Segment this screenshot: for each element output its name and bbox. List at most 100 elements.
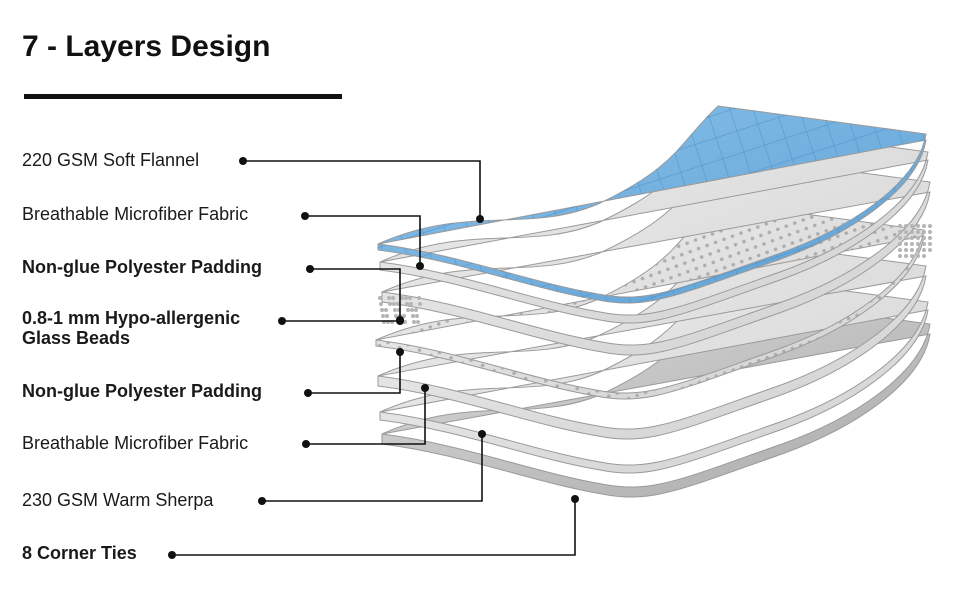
bead-dot	[400, 296, 404, 300]
leader-line	[310, 268, 401, 320]
layer-label: 220 GSM Soft Flannel	[22, 150, 200, 170]
bead-dot	[898, 224, 902, 228]
bead-dot	[416, 320, 420, 324]
bead-dot	[898, 254, 902, 258]
leader-line	[306, 388, 426, 445]
layer-padding-bottom	[377, 237, 927, 440]
loose-beads	[378, 224, 932, 324]
bead-dot	[916, 248, 920, 252]
layer-anchor-dot	[396, 317, 404, 325]
bead-dot	[898, 248, 902, 252]
label-dot	[304, 389, 312, 397]
bead-dot	[916, 242, 920, 246]
layer-stack	[375, 105, 932, 498]
layer-microfiber-bottom	[379, 273, 929, 474]
bead-dot	[394, 314, 398, 318]
bead-dot	[928, 230, 932, 234]
bead-dot	[388, 302, 392, 306]
bead-dot	[406, 308, 410, 312]
label-dot	[258, 497, 266, 505]
bead-dot	[904, 224, 908, 228]
bead-dot	[414, 308, 418, 312]
bead-dot	[392, 302, 396, 306]
bead-dot	[418, 302, 422, 306]
bead-dot	[411, 314, 415, 318]
bead-dot	[404, 296, 408, 300]
bead-dot	[922, 248, 926, 252]
bead-dot	[916, 224, 920, 228]
layer-label: Non-glue Polyester Padding	[22, 257, 263, 277]
leader-line	[308, 352, 401, 394]
bead-dot	[409, 302, 413, 306]
bead-dot	[417, 296, 421, 300]
layer-label: Breathable Microfiber Fabric	[22, 433, 249, 453]
bead-dot	[910, 248, 914, 252]
bead-dot	[898, 242, 902, 246]
layer-anchor-dot	[476, 215, 484, 223]
layer-padding-top	[381, 153, 931, 356]
bead-dot	[928, 236, 932, 240]
layer-anchor-dot	[396, 348, 404, 356]
bead-dot	[910, 224, 914, 228]
bead-dot	[391, 296, 395, 300]
bead-dot	[916, 254, 920, 258]
bead-dot	[922, 236, 926, 240]
bead-dot	[384, 308, 388, 312]
bead-dot	[910, 230, 914, 234]
bead-dot	[379, 302, 383, 306]
leader-line	[243, 160, 481, 219]
bead-dot	[904, 254, 908, 258]
bead-dot	[396, 302, 400, 306]
bead-dot	[904, 236, 908, 240]
leader-lines	[168, 157, 579, 559]
leader-line	[305, 215, 421, 266]
bead-dot	[405, 302, 409, 306]
bead-dot	[910, 236, 914, 240]
layer-anchor-dot	[571, 495, 579, 503]
bead-dot	[380, 308, 384, 312]
label-dot	[168, 551, 176, 559]
bead-dot	[381, 314, 385, 318]
bead-dot	[928, 248, 932, 252]
bead-dot	[898, 236, 902, 240]
layer-label: 8 Corner Ties	[22, 543, 137, 563]
layer-label: Non-glue Polyester Padding	[22, 381, 263, 401]
layer-label: 230 GSM Warm Sherpa	[22, 490, 214, 510]
bead-dot	[408, 296, 412, 300]
layer-anchor-dot	[416, 262, 424, 270]
bead-dot	[916, 230, 920, 234]
bead-dot	[402, 314, 406, 318]
label-dot	[239, 157, 247, 165]
leader-line	[262, 434, 483, 502]
title-underline	[24, 94, 342, 99]
bead-dot	[410, 308, 414, 312]
bead-dot	[904, 242, 908, 246]
bead-dot	[898, 230, 902, 234]
bead-dot	[378, 296, 382, 300]
bead-dot	[910, 254, 914, 258]
bead-dot	[415, 314, 419, 318]
bead-dot	[922, 242, 926, 246]
label-dot	[302, 440, 310, 448]
layer-label: Breathable Microfiber Fabric	[22, 204, 249, 224]
layer-anchor-dot	[421, 384, 429, 392]
bead-dot	[387, 296, 391, 300]
bead-dot	[928, 224, 932, 228]
bead-dot	[922, 230, 926, 234]
bead-dot	[916, 236, 920, 240]
bead-dot	[412, 320, 416, 324]
label-dot	[306, 265, 314, 273]
bead-dot	[393, 308, 397, 312]
bead-dot	[904, 230, 908, 234]
bead-dot	[922, 224, 926, 228]
label-dot	[301, 212, 309, 220]
bead-dot	[385, 314, 389, 318]
bead-dot	[904, 248, 908, 252]
layer-flannel	[377, 105, 927, 304]
layer-anchor-dot	[478, 430, 486, 438]
bead-dot	[910, 242, 914, 246]
leader-line	[172, 499, 576, 556]
